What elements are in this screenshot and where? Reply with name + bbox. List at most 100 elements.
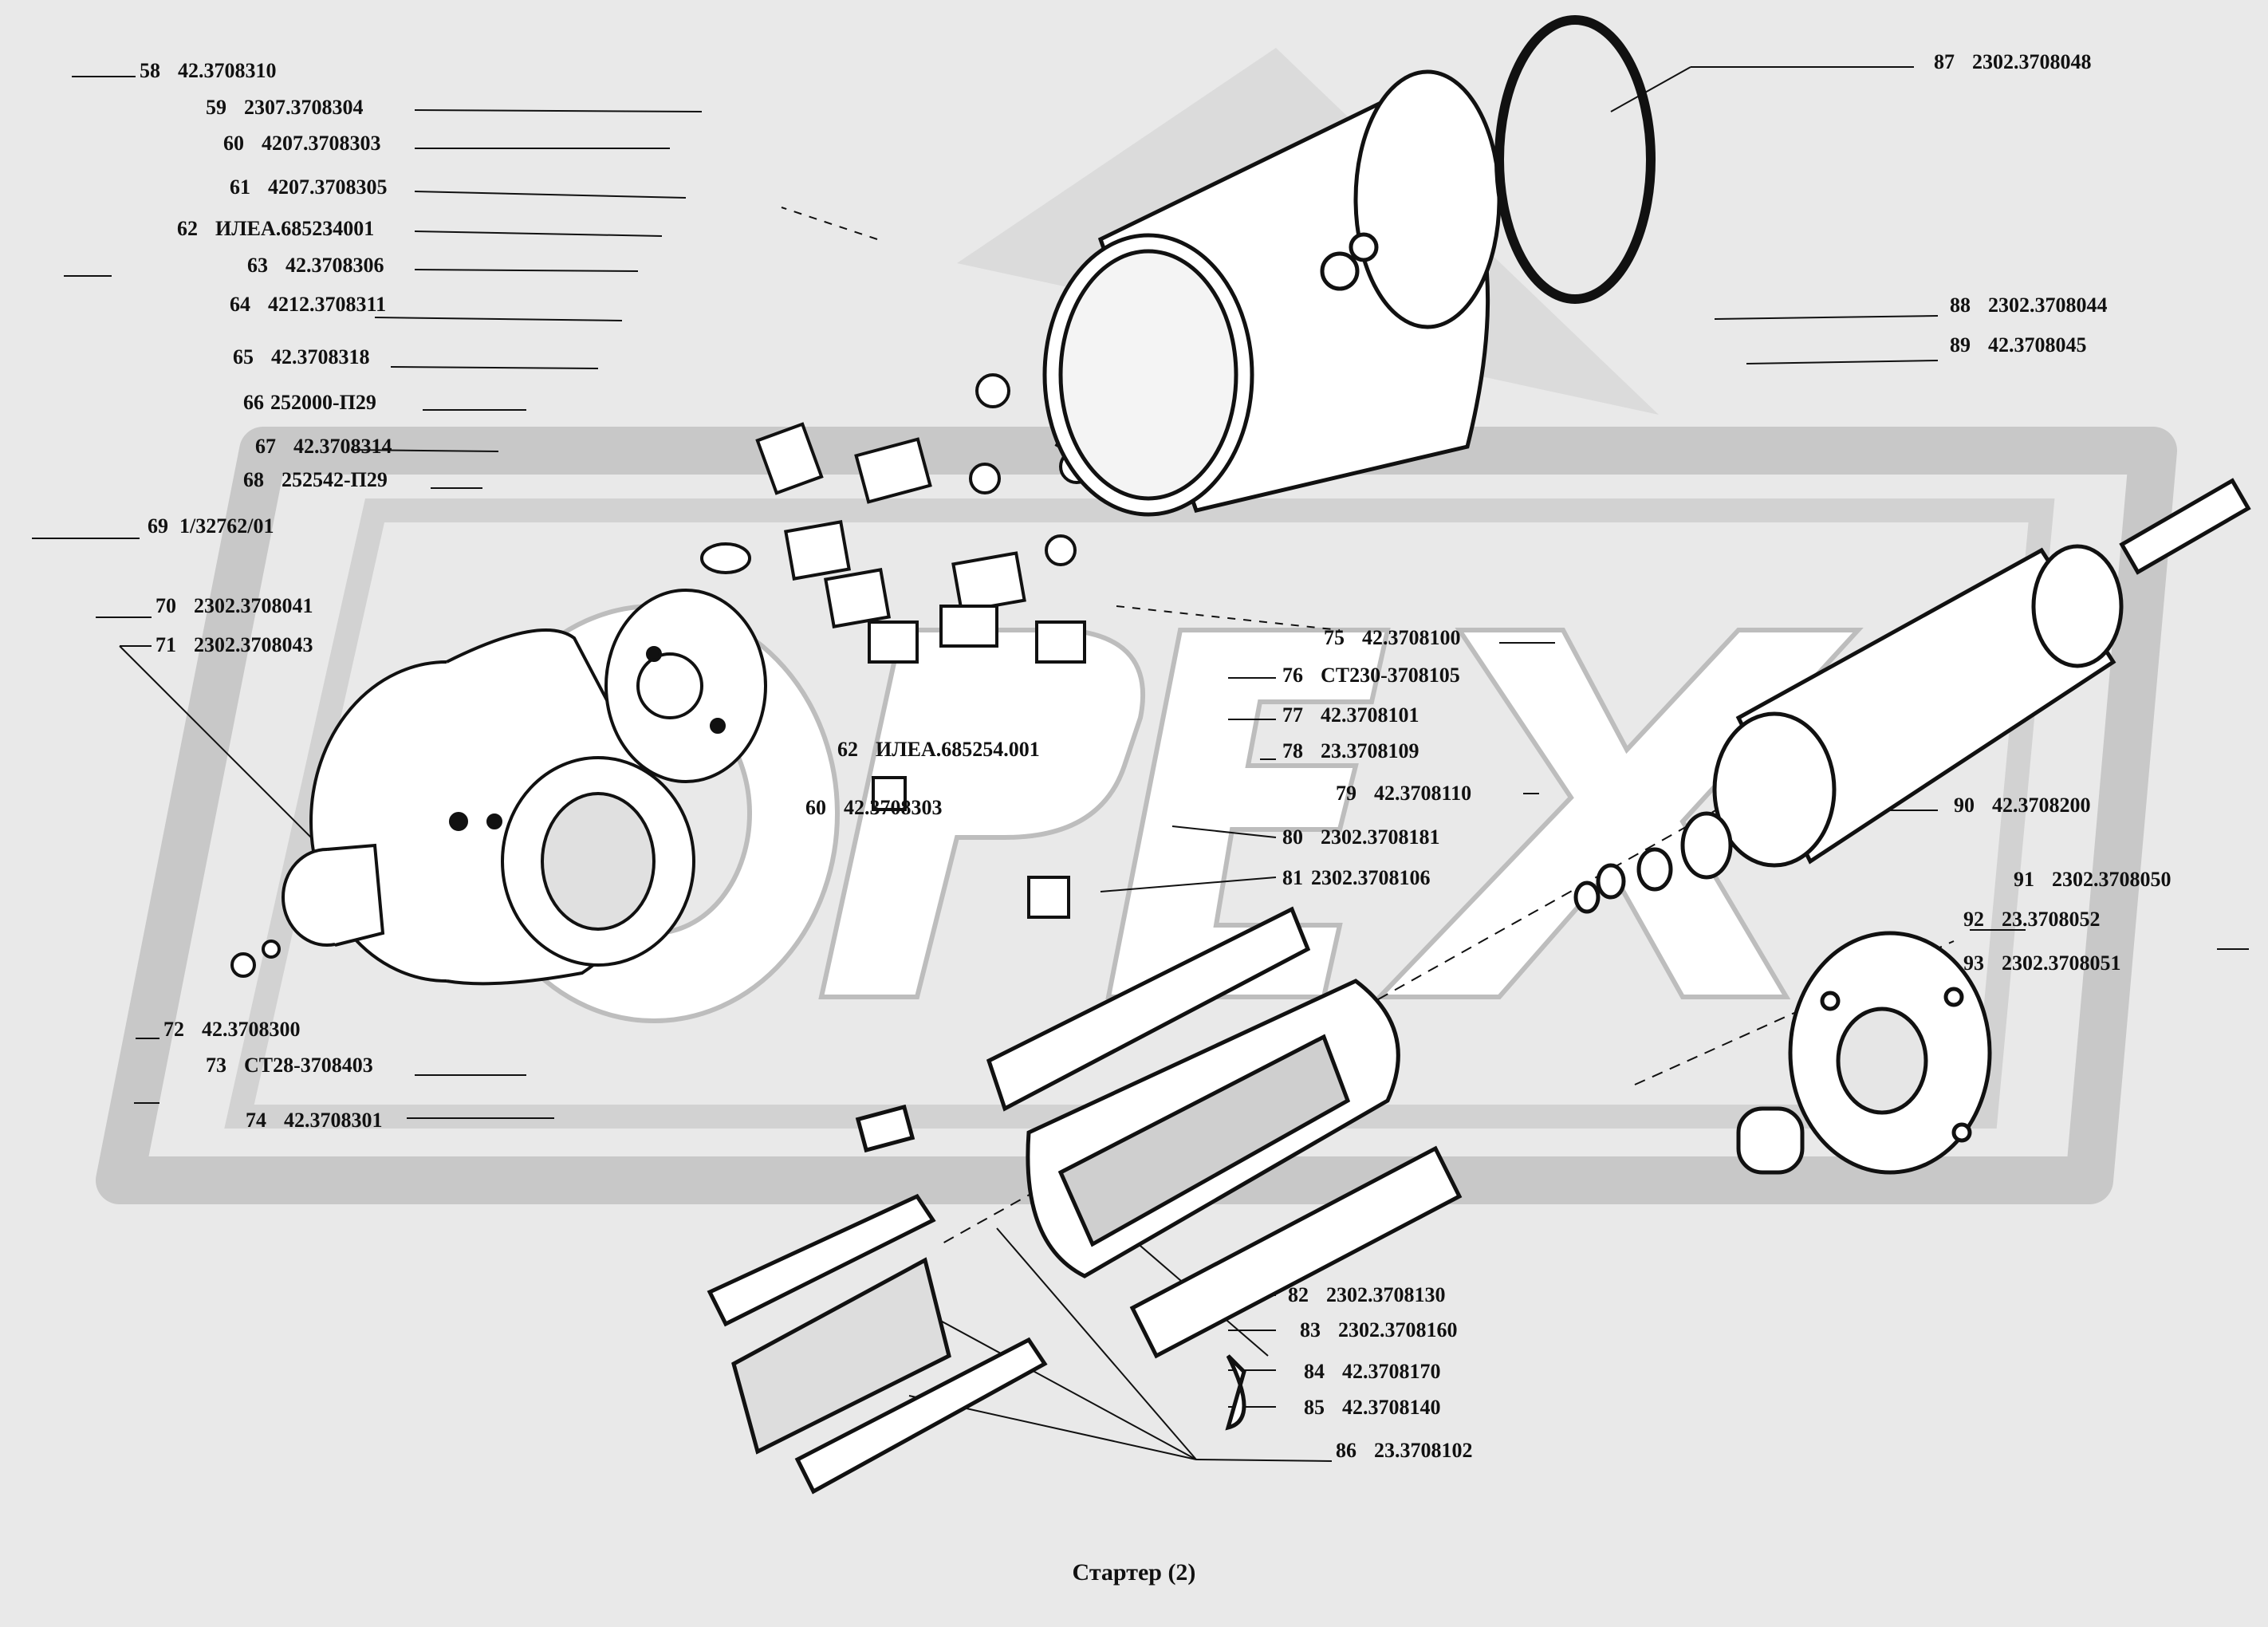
callout-part-code: 2302.3708106 xyxy=(1311,866,1431,889)
callout-part-code: ИЛЕА.685234001 xyxy=(215,217,375,240)
callout-number: 71 xyxy=(156,633,176,656)
callout-part-code: 2302.3708048 xyxy=(1972,50,2092,73)
callout-88: 88 2302.3708044 xyxy=(1950,293,2108,317)
callout-64: 64 4212.3708311 xyxy=(230,293,386,317)
leader-lines xyxy=(32,66,2249,1462)
callout-number: 91 xyxy=(2014,868,2034,891)
callout-number: 65 xyxy=(233,345,254,368)
callout-part-code: 1/32762/01 xyxy=(179,514,274,538)
callout-part-code: 4207.3708303 xyxy=(262,132,381,155)
callout-86: 86 23.3708102 xyxy=(1336,1439,1473,1463)
callout-number: 62 xyxy=(837,738,858,761)
callout-number: 92 xyxy=(1963,908,1984,931)
callout-number: 58 xyxy=(140,59,160,82)
callout-part-code: 2302.3708050 xyxy=(2052,868,2172,891)
callout-part-code: 23.3708102 xyxy=(1374,1439,1473,1462)
callout-number: 82 xyxy=(1288,1283,1309,1306)
drive-end-cover xyxy=(1736,931,1992,1175)
callout-part-code: 4207.3708305 xyxy=(268,175,388,199)
callout-61: 61 4207.3708305 xyxy=(230,175,388,199)
callout-65: 65 42.3708318 xyxy=(233,345,370,369)
callout-number: 81 xyxy=(1282,866,1303,889)
callout-number: 87 xyxy=(1934,50,1955,73)
callout-number: 73 xyxy=(206,1054,226,1077)
callout-91: 91 2302.3708050 xyxy=(2014,868,2172,892)
callout-72: 72 42.3708300 xyxy=(163,1018,301,1042)
callout-number: 74 xyxy=(246,1109,266,1132)
callout-81: 81 2302.3708106 xyxy=(1282,866,1431,890)
callout-89: 89 42.3708045 xyxy=(1950,333,2087,357)
callout-number: 60 xyxy=(223,132,244,155)
watermark-letter-p xyxy=(818,628,1146,999)
callout-part-code: СТ28-3708403 xyxy=(244,1054,373,1077)
rear-housing-cover xyxy=(309,628,695,986)
callout-number: 59 xyxy=(206,96,226,119)
callout-number: 89 xyxy=(1950,333,1971,357)
callout-part-code: 2302.3708044 xyxy=(1988,293,2108,317)
callout-number: 84 xyxy=(1304,1360,1325,1383)
callout-59: 59 2307.3708304 xyxy=(206,96,364,120)
callout-part-code: 42.3708045 xyxy=(1988,333,2087,357)
callout-number: 83 xyxy=(1300,1318,1321,1341)
callout-part-code: 42.3708200 xyxy=(1992,794,2091,817)
callout-part-code: ИЛЕА.685254.001 xyxy=(876,738,1040,761)
callout-number: 67 xyxy=(255,435,276,458)
diagram-caption: Стартер (2) xyxy=(1072,1559,1196,1586)
callout-number: 61 xyxy=(230,175,250,199)
pole-shoes xyxy=(707,1193,1048,1495)
callout-part-code: 2307.3708304 xyxy=(244,96,364,119)
callout-number: 64 xyxy=(230,293,250,316)
callout-71: 71 2302.3708043 xyxy=(156,633,313,657)
callout-part-code: СТ230-3708105 xyxy=(1321,664,1460,687)
callout-part-code: 23.3708052 xyxy=(2002,908,2101,931)
callout-part-code: 2302.3708051 xyxy=(2002,951,2121,975)
callout-number: 72 xyxy=(163,1018,184,1041)
callout-number: 88 xyxy=(1950,293,1971,317)
callout-part-code: 2302.3708043 xyxy=(194,633,313,656)
callout-part-code: 4212.3708311 xyxy=(268,293,387,316)
callout-number: 86 xyxy=(1336,1439,1356,1462)
o-ring-seal xyxy=(1494,15,1656,304)
callout-number: 80 xyxy=(1282,825,1303,849)
callout-number: 90 xyxy=(1954,794,1975,817)
callout-part-code: 252000-П29 xyxy=(270,391,376,414)
callout-part-code: 2302.3708041 xyxy=(194,594,313,617)
field-coils xyxy=(855,906,1463,1431)
armature xyxy=(1573,478,2251,914)
stator-housing xyxy=(1042,69,1502,517)
callout-part-code: 2302.3708160 xyxy=(1338,1318,1458,1341)
callout-58: 58 42.3708310 xyxy=(140,59,277,83)
callout-part-code: 42.3708303 xyxy=(844,796,943,819)
callout-83: 83 2302.3708160 xyxy=(1300,1318,1458,1342)
callout-number: 78 xyxy=(1282,739,1303,762)
callout-number: 76 xyxy=(1282,664,1303,687)
callout-part-code: 42.3708314 xyxy=(293,435,392,458)
callout-part-code: 42.3708318 xyxy=(271,345,370,368)
callout-60: 60 4207.3708303 xyxy=(223,132,381,156)
callout-62-second: 62 ИЛЕА.685254.001 xyxy=(837,738,1040,762)
callout-part-code: 42.3708306 xyxy=(285,254,384,277)
callout-part-code: 252542-П29 xyxy=(282,468,388,491)
callout-number: 75 xyxy=(1324,626,1345,649)
callout-part-code: 42.3708310 xyxy=(178,59,277,82)
callout-part-code: 2302.3708130 xyxy=(1326,1283,1446,1306)
callout-part-code: 2302.3708181 xyxy=(1321,825,1440,849)
callout-76: 76 СТ230-3708105 xyxy=(1282,664,1460,687)
callout-part-code: 42.3708101 xyxy=(1321,703,1419,727)
callout-92: 92 23.3708052 xyxy=(1963,908,2101,932)
callout-part-code: 42.3708300 xyxy=(202,1018,301,1041)
callout-part-code: 42.3708110 xyxy=(1374,782,1472,805)
